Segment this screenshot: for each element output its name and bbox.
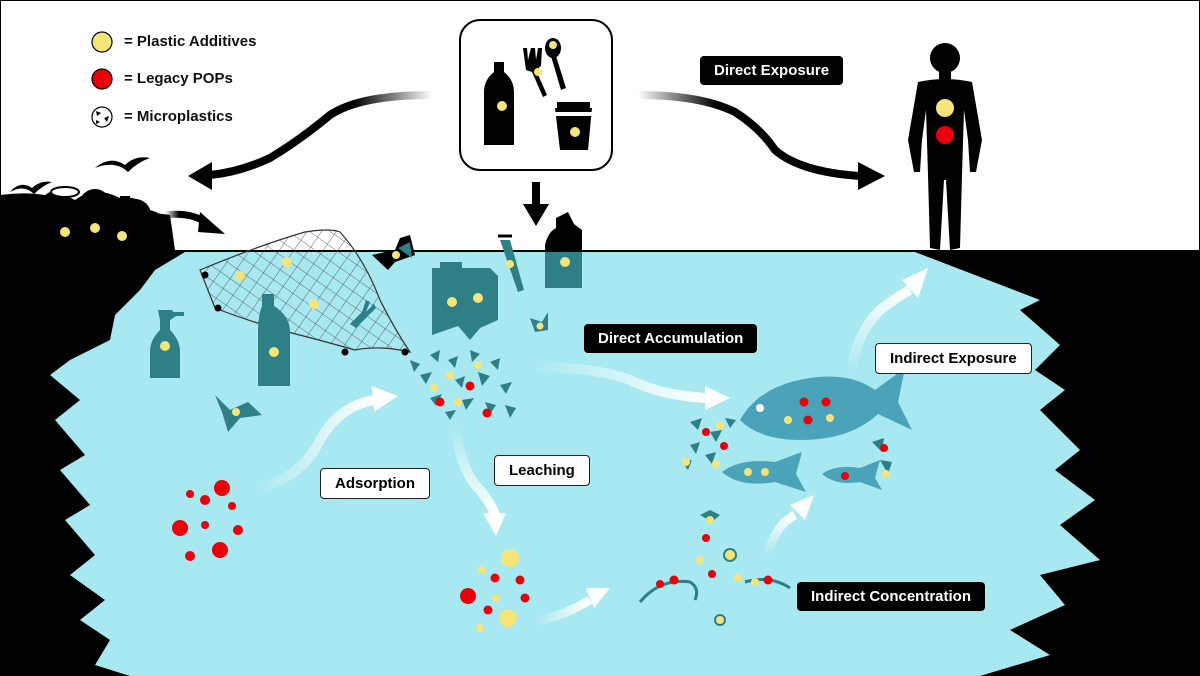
arrow-leaching [450, 424, 506, 536]
microplastics-icon [91, 106, 113, 128]
arrow-to-small-fish [763, 495, 814, 557]
indirect-exposure-label: Indirect Exposure [875, 343, 1032, 374]
arrow-to-landfill [188, 91, 433, 190]
bottle-icon [150, 212, 582, 432]
microplastics-cluster [410, 350, 516, 420]
arrow-to-food-chain [533, 588, 610, 627]
bird-icon [10, 157, 150, 194]
arrow-direct-accumulation [529, 361, 730, 410]
microplastics-near-fish [682, 418, 892, 478]
legend-legacy-pops: = Legacy POPs [124, 70, 233, 87]
arrow-adsorption [254, 386, 398, 493]
plankton-icon [696, 510, 742, 626]
adsorption-label: Adsorption [320, 468, 430, 499]
shrimp-icon [638, 575, 791, 603]
landfill-icon [0, 186, 175, 252]
indirect-concentration-label: Indirect Concentration [797, 582, 986, 611]
arrow-to-human [637, 91, 885, 190]
leaching-label: Leaching [494, 455, 590, 486]
pop-dots [172, 480, 243, 561]
direct-exposure-label: Direct Exposure [700, 56, 844, 85]
leached-dots [460, 549, 530, 632]
human-silhouette-icon [908, 43, 982, 250]
plastic-products-icon [459, 19, 613, 171]
legend-plastic-additives: = Plastic Additives [124, 33, 257, 50]
arrow-down [523, 182, 549, 226]
arrow-landfill-to-water [164, 210, 225, 234]
fish-icon [722, 368, 912, 492]
arrow-indirect-exposure [847, 268, 928, 373]
legend-markers [91, 31, 113, 128]
legend-microplastics: = Microplastics [124, 108, 233, 125]
direct-accumulation-label: Direct Accumulation [584, 324, 758, 353]
